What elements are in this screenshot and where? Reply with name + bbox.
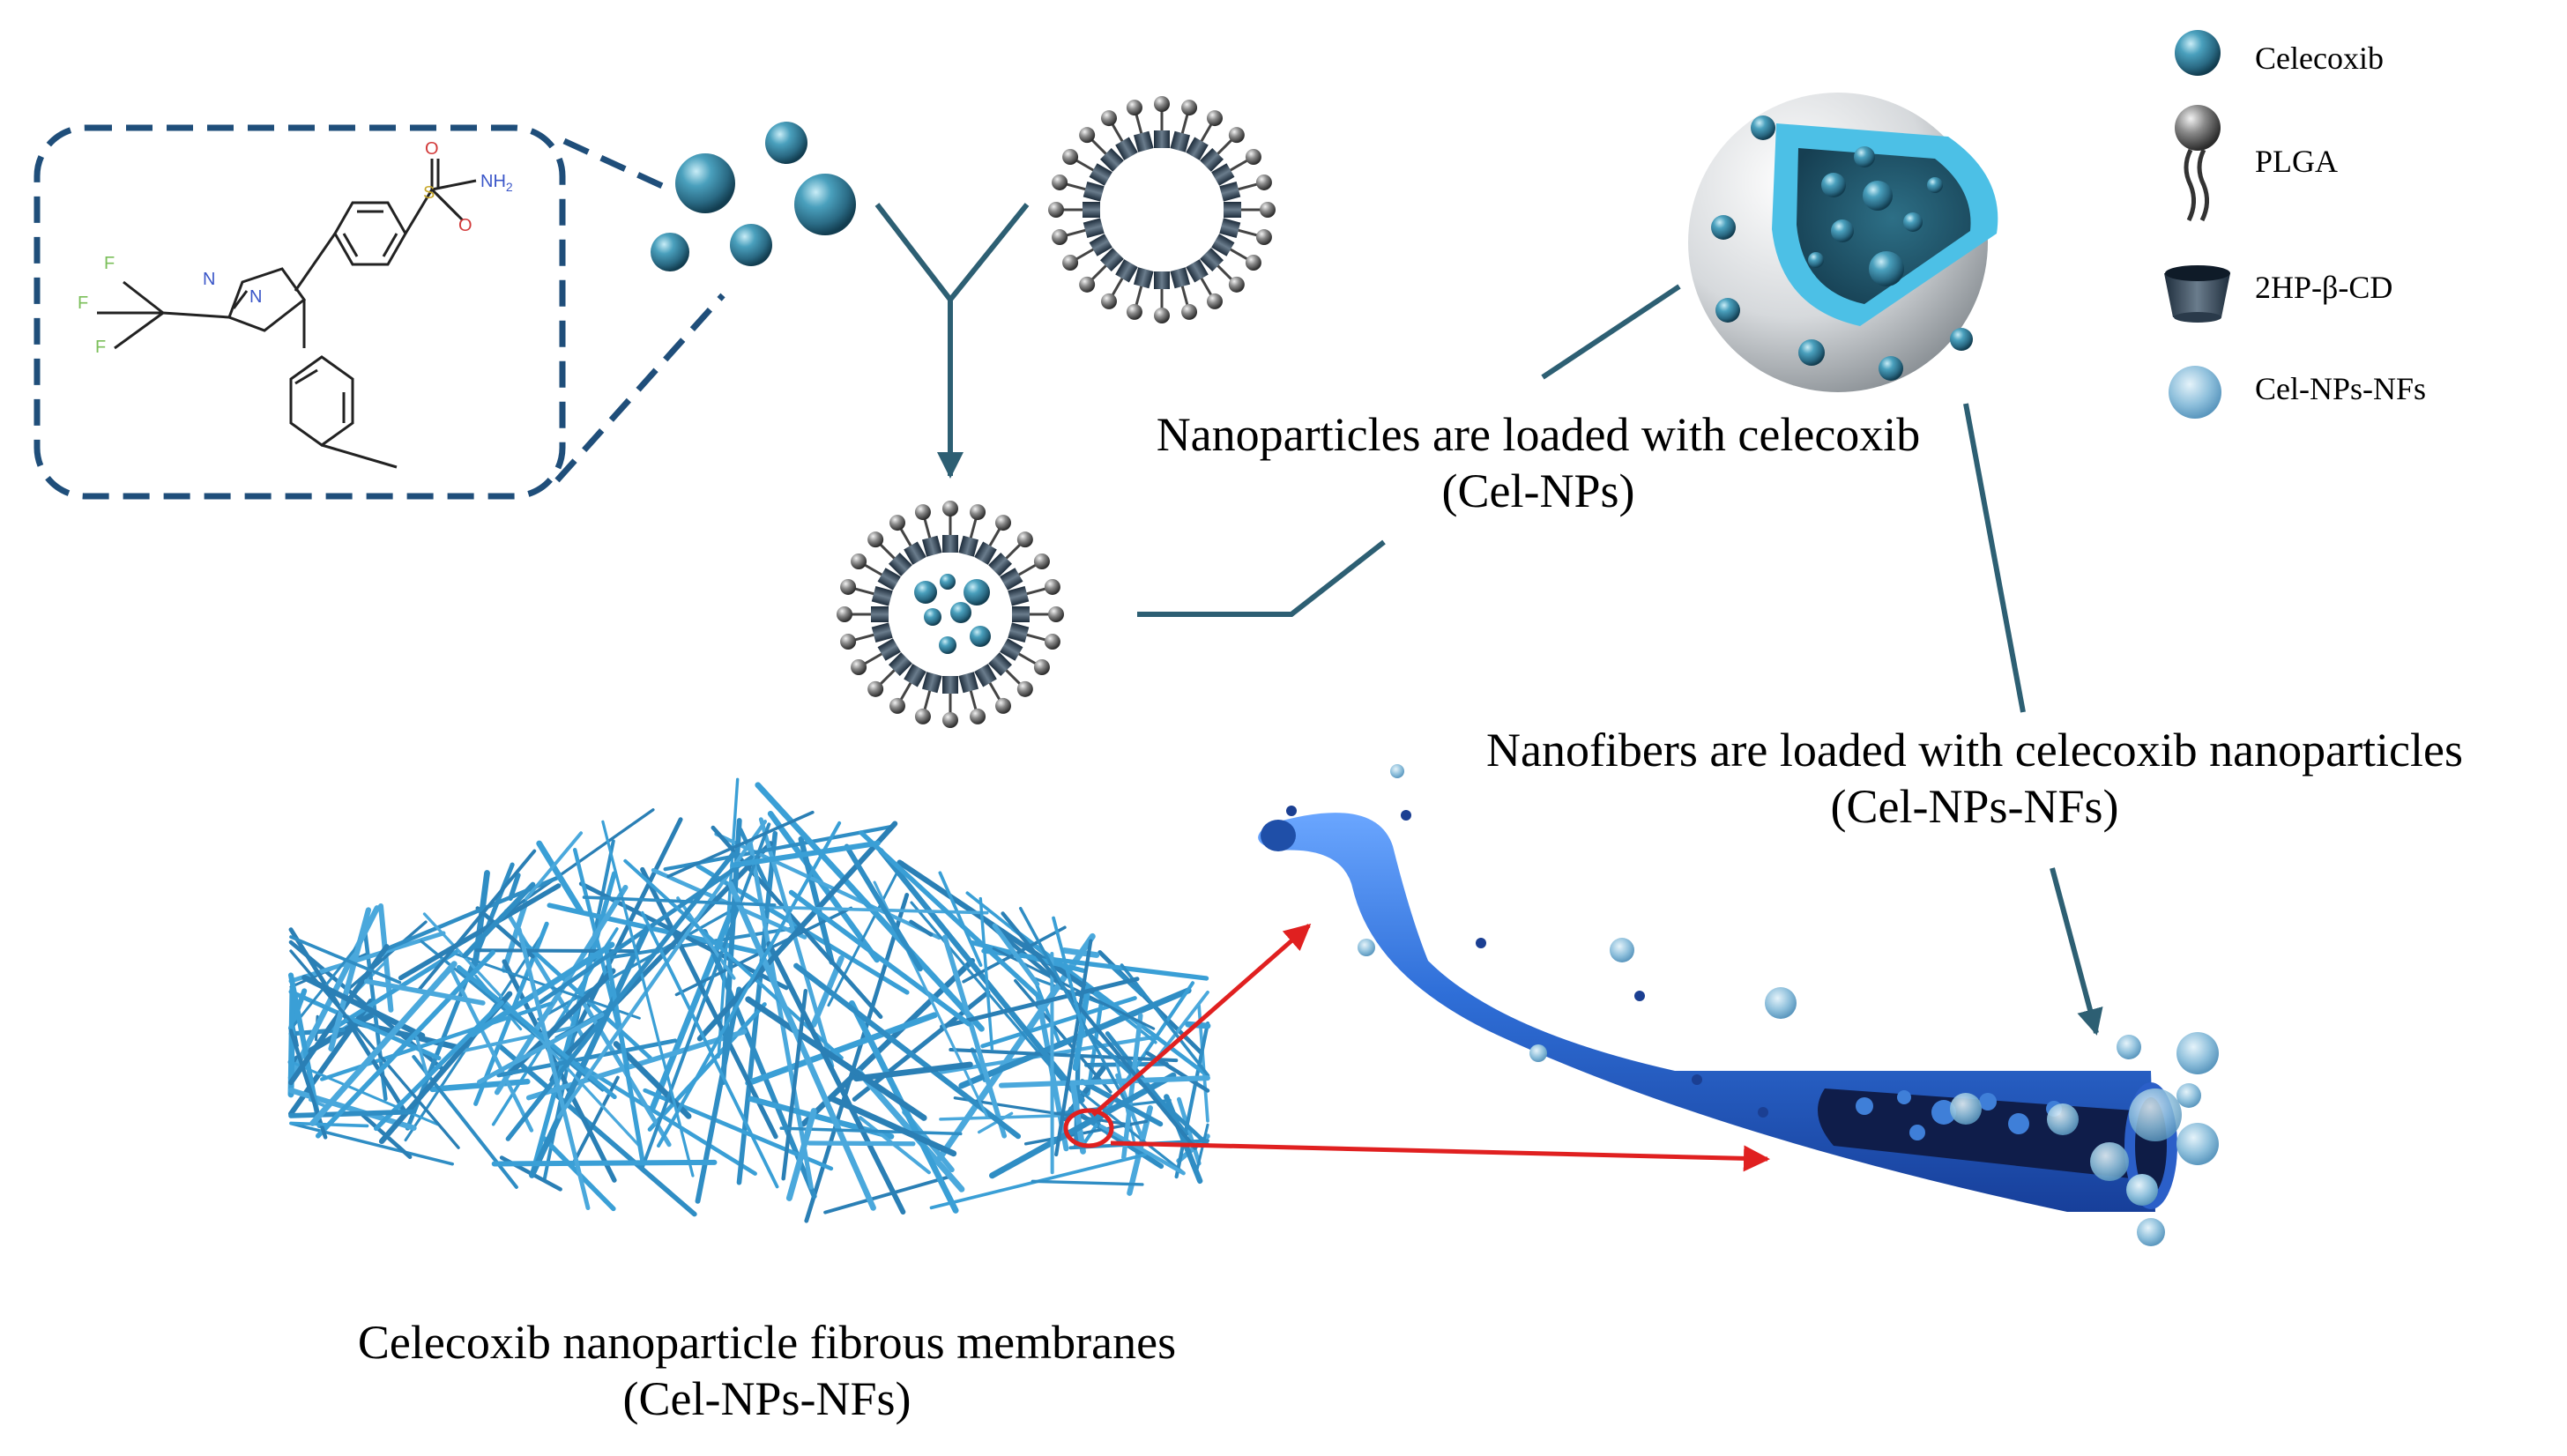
merge-connector (874, 203, 1030, 479)
nanofiber-connector (1963, 403, 2103, 1036)
legend-icons (2164, 30, 2230, 419)
atom-o-1: O (425, 139, 439, 159)
nanoparticle-cutaway-sphere (1688, 93, 1998, 392)
legend-cel-nps-nfs-label: Cel-NPs-NFs (2255, 371, 2427, 406)
legend-cel-nps-nfs-icon (2169, 366, 2221, 419)
atom-f-2: F (78, 293, 88, 313)
plga-vesicle-empty (1048, 96, 1276, 323)
molecule-box (33, 124, 725, 500)
nanoparticles-label: Nanoparticles are loaded with celecoxib … (1156, 408, 1921, 517)
fibrous-membrane (287, 777, 1211, 1223)
released-nanoparticles (1358, 764, 2219, 1246)
legend-celecoxib-label: Celecoxib (2255, 41, 2384, 76)
zoom-arrows (1063, 924, 1770, 1172)
molecule-atom-labels: F F F N N S O O NH2 (78, 139, 513, 357)
legend-hp-cd-icon (2164, 265, 2230, 323)
legend-celecoxib-icon (2175, 30, 2221, 76)
plga-vesicle-loaded (837, 501, 1064, 728)
nanoparticle-connector (1137, 284, 1681, 617)
atom-nh2: NH2 (480, 172, 513, 194)
celecoxib-particles (651, 122, 856, 271)
atom-f-1: F (104, 254, 115, 273)
atom-n-1: N (203, 270, 215, 289)
membrane-label: Celecoxib nanoparticle fibrous membranes… (357, 1316, 1177, 1425)
atom-s: S (423, 183, 435, 203)
legend-plga-icon (2175, 105, 2221, 222)
atom-n-2: N (249, 287, 262, 307)
legend-plga-label: PLGA (2255, 144, 2339, 179)
legend-hp-cd-label: 2HP-β-CD (2255, 270, 2393, 305)
atom-o-2: O (458, 216, 472, 235)
atom-f-3: F (95, 338, 106, 357)
celecoxib-structure (97, 159, 477, 469)
nanofibers-label: Nanofibers are loaded with celecoxib nan… (1485, 724, 2464, 833)
